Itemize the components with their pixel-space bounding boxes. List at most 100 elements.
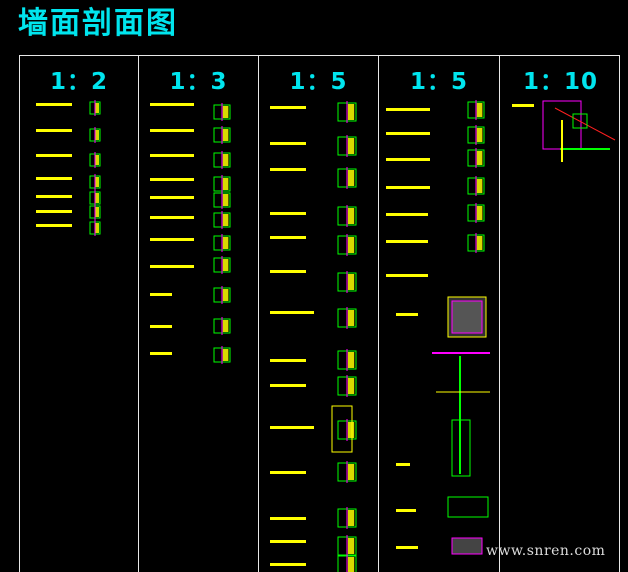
detail-label-mark [270, 212, 306, 215]
detail-label-mark [150, 265, 194, 268]
section-detail-fill [347, 310, 355, 326]
section-detail-fill [347, 557, 355, 572]
drawing-frame: 1：2 1：3 1：5 1：5 1：10 [19, 55, 620, 572]
watermark: www.snren.com [486, 543, 606, 559]
scale-label: 1：5 [409, 69, 468, 95]
detail-label-mark [270, 359, 306, 362]
section-detail-fill [347, 422, 355, 438]
detail-label-mark [270, 142, 306, 145]
detail-label-mark [386, 132, 430, 135]
section-detail-line [554, 107, 616, 141]
section-detail-fill [347, 208, 355, 224]
detail-label-mark [36, 195, 72, 198]
section-detail-fill [95, 223, 99, 233]
detail-label-mark [386, 108, 430, 111]
detail-label-mark [36, 177, 72, 180]
section-detail-fill [347, 510, 355, 526]
scale-label: 1：3 [169, 69, 228, 95]
detail-label-mark [396, 509, 416, 512]
section-detail-fill [476, 103, 483, 117]
section-detail-fill [95, 193, 99, 203]
detail-label-mark [270, 270, 306, 273]
detail-label-mark [270, 168, 306, 171]
section-detail-fill [347, 464, 355, 480]
scale-label: 1：10 [522, 69, 598, 95]
detail-label-mark [36, 210, 72, 213]
detail-label-mark [386, 240, 428, 243]
scale-label: 1：5 [289, 69, 348, 95]
section-detail-fill [95, 130, 99, 140]
detail-label-mark [270, 384, 306, 387]
section-detail-fill [95, 177, 99, 187]
section-detail-fill [222, 289, 229, 301]
detail-label-mark [396, 313, 418, 316]
column-scale-1-3: 1：3 [139, 56, 259, 572]
section-detail-fill [222, 129, 229, 141]
section-detail-fill [222, 237, 229, 249]
detail-label-mark [150, 325, 172, 328]
detail-label-mark [150, 238, 194, 241]
detail-label-mark [150, 352, 172, 355]
section-detail-fill [347, 104, 355, 120]
section-detail-fill [222, 154, 229, 166]
detail-label-mark [36, 129, 72, 132]
section-detail-fill [222, 178, 229, 190]
section-detail-fill [222, 214, 229, 226]
page-title: 墙面剖面图 [18, 6, 178, 41]
detail-label-mark [386, 213, 428, 216]
detail-label-mark [270, 517, 306, 520]
detail-label-mark [150, 293, 172, 296]
section-detail-fill [476, 151, 483, 165]
section-detail-fill [347, 538, 355, 554]
section-detail-fill [347, 237, 355, 253]
base-detail [447, 496, 489, 518]
detail-label-mark [270, 540, 306, 543]
section-detail [572, 113, 588, 129]
detail-label-mark [270, 426, 314, 429]
panel-detail-core [451, 300, 483, 334]
section-detail-fill [347, 138, 355, 154]
detail-label-mark [36, 224, 72, 227]
section-detail-fill [95, 155, 99, 165]
section-detail-fill [476, 236, 483, 250]
detail-label-mark [150, 103, 194, 106]
detail-label-mark [270, 563, 306, 566]
detail-label-mark [270, 106, 306, 109]
section-detail-fill [347, 352, 355, 368]
column-scale-1-10: 1：10 [500, 56, 621, 572]
detail-label-mark [36, 154, 72, 157]
scale-label: 1：2 [49, 69, 108, 95]
section-detail-fill [476, 128, 483, 142]
section-detail-fill [95, 103, 99, 113]
section-detail-fill [347, 170, 355, 186]
wall-section [331, 405, 353, 453]
detail-label-mark [150, 196, 194, 199]
section-detail-fill [222, 259, 229, 271]
detail-label-mark [512, 104, 534, 107]
detail-label-mark [270, 236, 306, 239]
section-detail-fill [476, 179, 483, 193]
detail-label-mark [396, 546, 418, 549]
column-scale-1-5-a: 1：5 [259, 56, 379, 572]
detail-label-mark [150, 129, 194, 132]
column-scale-1-2: 1：2 [20, 56, 139, 572]
detail-label-mark [36, 103, 72, 106]
detail-label-mark [396, 463, 410, 466]
detail-label-mark [386, 186, 430, 189]
detail-label-mark [150, 154, 194, 157]
section-detail-fill [222, 349, 229, 361]
section-detail-fill [95, 207, 99, 217]
detail-label-mark [150, 178, 194, 181]
detail-label-mark [270, 311, 314, 314]
detail-label-mark [386, 274, 428, 277]
detail-label-mark [270, 471, 306, 474]
section-detail-fill [222, 194, 229, 206]
section-detail-fill [222, 106, 229, 118]
section-detail-fill [476, 206, 483, 220]
section-detail-fill [347, 274, 355, 290]
column-scale-1-5-b: 1：5 [379, 56, 500, 572]
detail-label-mark [150, 216, 194, 219]
wall-section [451, 419, 471, 477]
